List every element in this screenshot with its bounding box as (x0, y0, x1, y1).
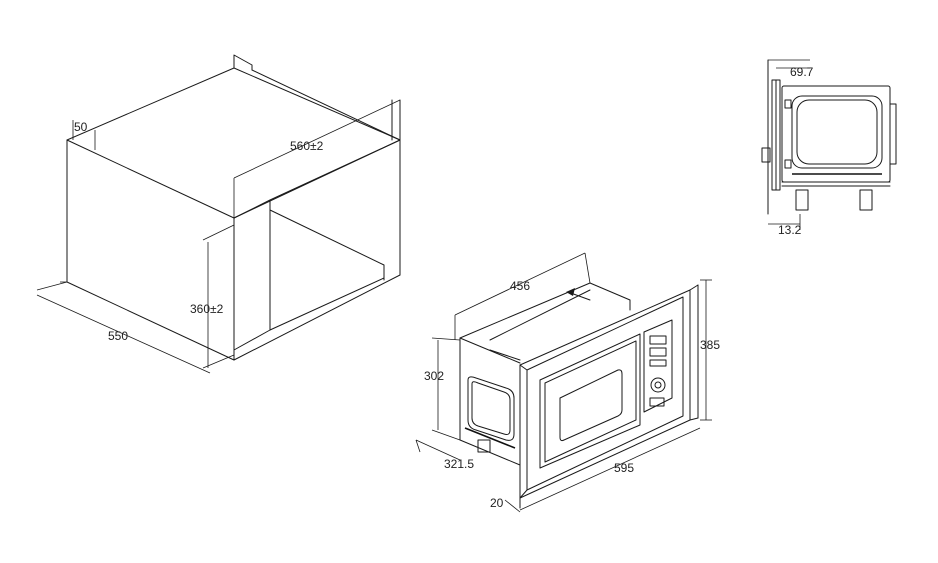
cabinet-drawing: 50 560±2 360±2 550 (36, 54, 401, 374)
label-frame-width: 595 (614, 461, 634, 475)
label-frame-height: 385 (700, 338, 720, 352)
label-side-offset-bottom: 13.2 (778, 223, 802, 237)
side-view-drawing: 69.7 13.2 (761, 59, 897, 237)
microwave-frame-drawing: 456 302 385 595 321.5 20 (415, 252, 720, 513)
label-cabinet-height: 360±2 (190, 302, 224, 316)
label-oven-depth: 456 (510, 279, 530, 293)
label-frame-thickness: 20 (490, 496, 504, 510)
label-side-offset-top: 69.7 (790, 65, 814, 79)
label-oven-height: 302 (424, 369, 444, 383)
label-cabinet-depth: 560±2 (290, 139, 324, 153)
label-cabinet-top-offset: 50 (74, 120, 88, 134)
label-cabinet-width: 550 (108, 329, 128, 343)
label-oven-base-depth: 321.5 (444, 457, 474, 471)
